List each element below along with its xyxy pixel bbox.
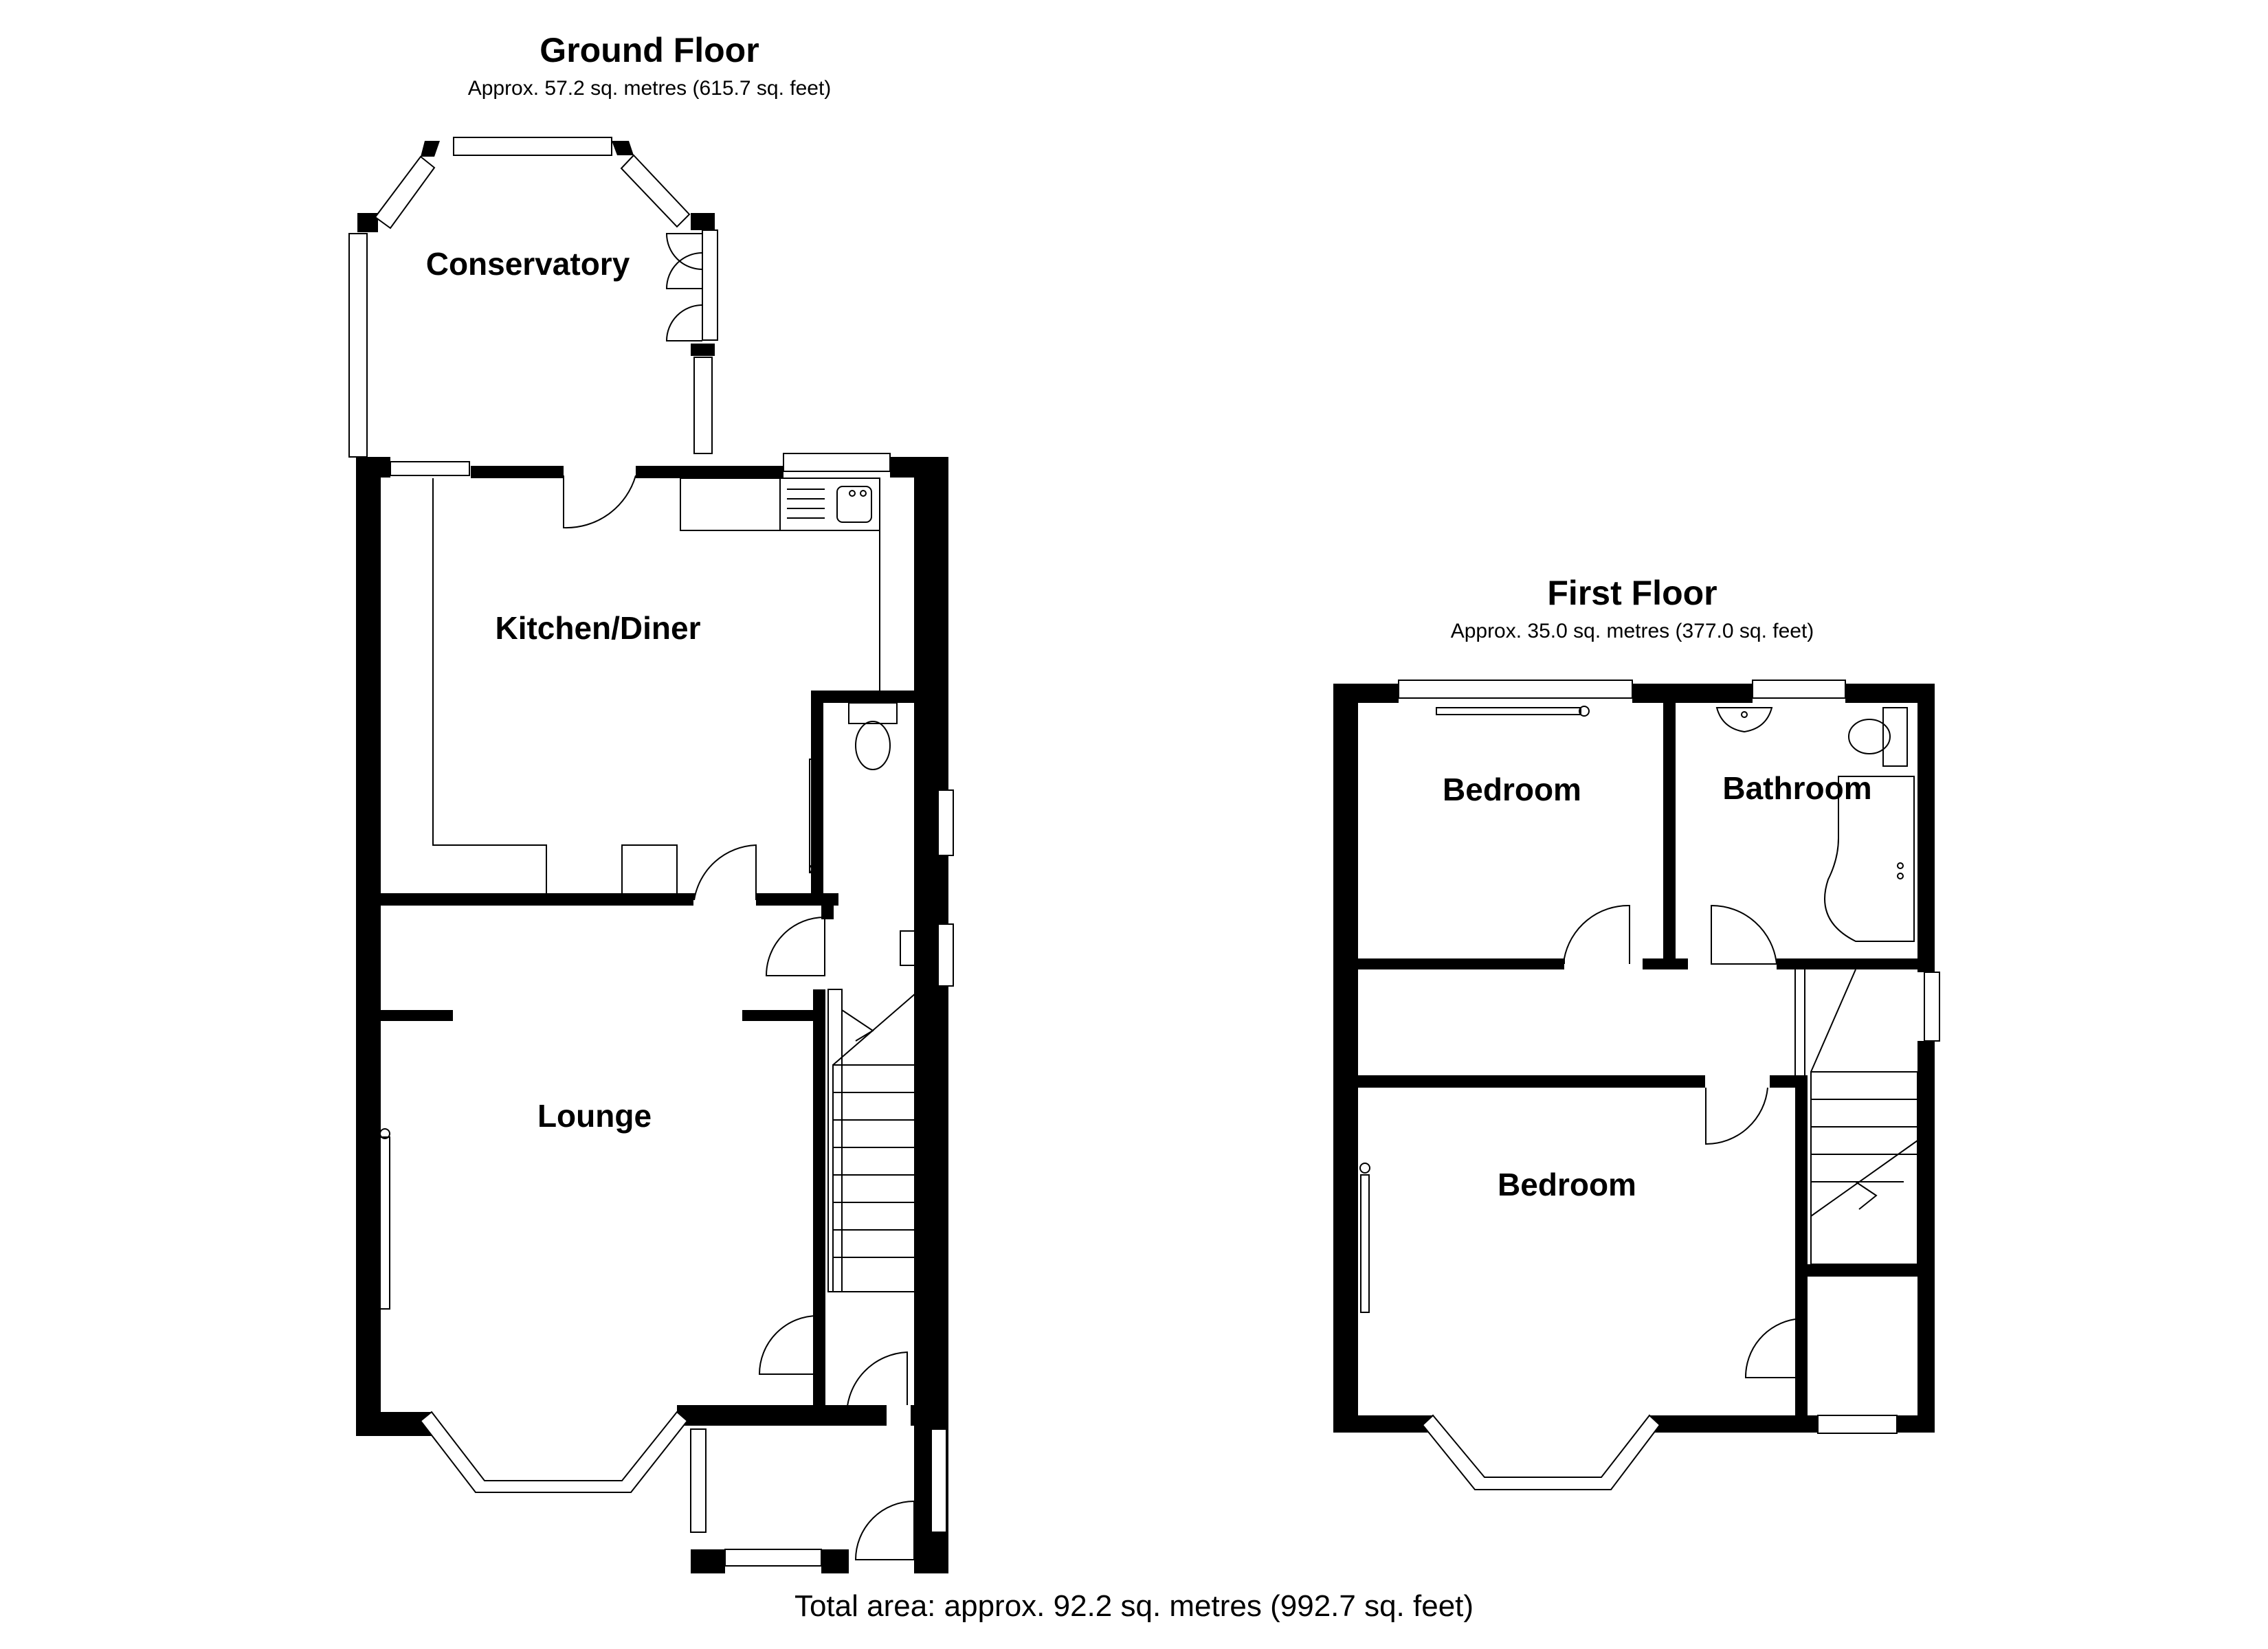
conservatory-label: Conservatory	[426, 246, 630, 282]
kitchen-diner-label: Kitchen/Diner	[495, 610, 700, 646]
ground-floor-area: Approx. 57.2 sq. metres (615.7 sq. feet)	[468, 77, 832, 100]
ground-stairs	[827, 975, 937, 1292]
first-floor-plan: Bedroom Bathroom Bedroom	[1333, 680, 1940, 1490]
total-area: Total area: approx. 92.2 sq. metres (992…	[794, 1589, 1474, 1623]
lounge-label: Lounge	[537, 1098, 652, 1134]
ground-floor-title: Ground Floor	[540, 31, 759, 69]
bedroom-large-label: Bedroom	[1498, 1167, 1636, 1202]
bathroom-label: Bathroom	[1722, 770, 1871, 806]
bedroom-small-label: Bedroom	[1443, 772, 1581, 807]
first-floor-stairs	[1794, 968, 1918, 1265]
ground-floor-plan: Conservatory	[348, 137, 954, 1573]
first-floor-title: First Floor	[1547, 574, 1717, 612]
conservatory: Conservatory	[348, 137, 718, 458]
first-floor-area: Approx. 35.0 sq. metres (377.0 sq. feet)	[1451, 620, 1814, 642]
